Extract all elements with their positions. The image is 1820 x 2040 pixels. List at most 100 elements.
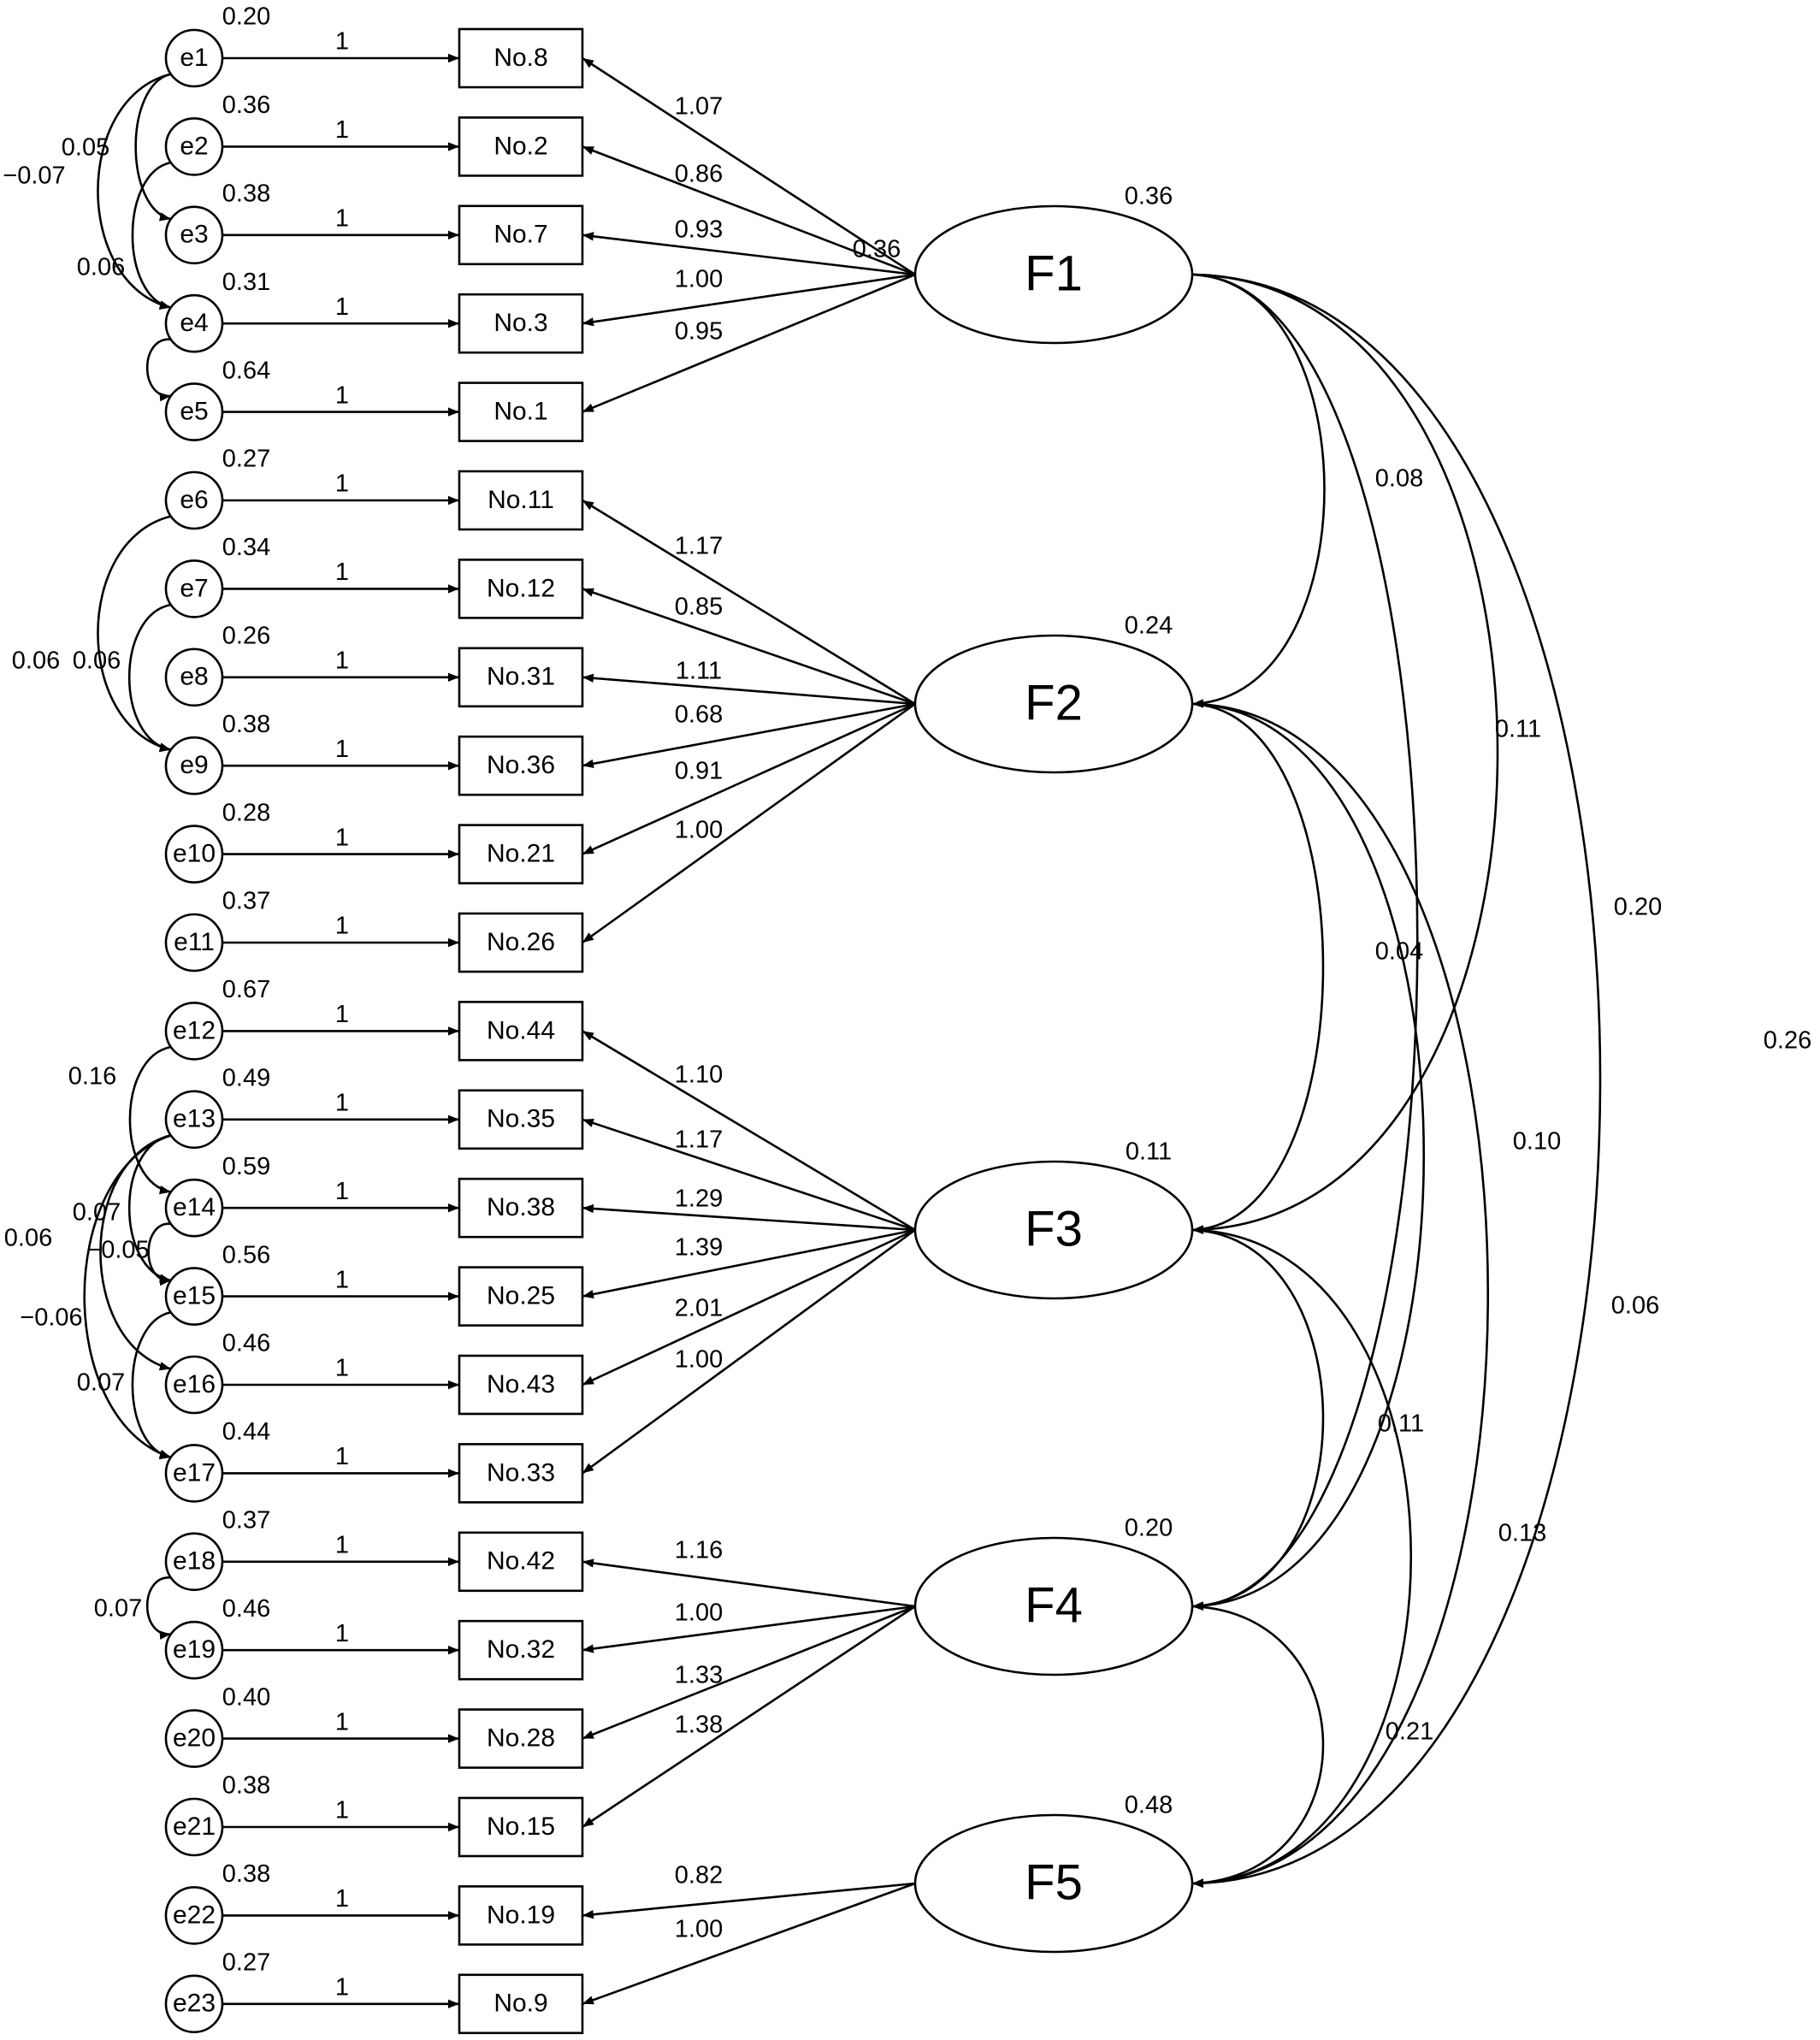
factor-covariance-F1-F4 bbox=[1180, 269, 1419, 1611]
error-node-label: e21 bbox=[173, 1812, 216, 1841]
item-box-No26 bbox=[458, 912, 584, 973]
loading-path-F2-No26 bbox=[582, 702, 916, 944]
loading-label: 1.00 bbox=[675, 817, 723, 844]
error-node-label: e23 bbox=[173, 1990, 216, 2018]
error-variance-label: 0.38 bbox=[222, 1860, 270, 1888]
factor-variance-label: 0.11 bbox=[1126, 1138, 1172, 1166]
item-box-No36 bbox=[458, 735, 584, 796]
item-label: No.31 bbox=[487, 663, 555, 691]
loading-path-F5-No9 bbox=[582, 1882, 916, 2006]
loading-label: 1.39 bbox=[675, 1234, 723, 1262]
error-node-e7 bbox=[164, 559, 224, 618]
error-node-label: e15 bbox=[173, 1282, 216, 1310]
factor-covariance-label: 0.20 bbox=[1614, 894, 1662, 921]
error-path-label: 1 bbox=[335, 1266, 349, 1293]
error-covariance-label: −0.05 bbox=[86, 1237, 149, 1264]
error-path-label: 1 bbox=[335, 470, 349, 498]
item-label: No.26 bbox=[487, 928, 555, 956]
factor-covariance-F2-F4 bbox=[1180, 699, 1426, 1611]
error-covariance-e6-e9 bbox=[97, 509, 183, 752]
item-label: No.38 bbox=[487, 1193, 555, 1221]
error-variance-label: 0.67 bbox=[222, 976, 270, 1003]
error-node-e23 bbox=[164, 1974, 224, 2034]
error-variance-label: 0.40 bbox=[222, 1683, 270, 1711]
loading-label: 1.00 bbox=[675, 1599, 723, 1627]
error-covariance-label: 0.07 bbox=[94, 1595, 142, 1623]
factor-covariance-label: 0.11 bbox=[1378, 1410, 1424, 1438]
error-node-label: e11 bbox=[174, 928, 215, 956]
loading-label: 0.85 bbox=[675, 594, 723, 621]
error-node-label: e14 bbox=[173, 1193, 216, 1221]
factor-covariance-label: 0.06 bbox=[1611, 1292, 1659, 1320]
loading-path-F3-No44 bbox=[582, 1030, 916, 1232]
error-variance-label: 0.64 bbox=[222, 357, 270, 384]
error-path-label: 1 bbox=[335, 1973, 349, 2001]
loading-label: 1.10 bbox=[675, 1061, 723, 1089]
error-covariance-e13-e17 bbox=[83, 1127, 183, 1459]
factor-covariance-label: 0.08 bbox=[1375, 465, 1423, 493]
error-node-e21 bbox=[164, 1797, 224, 1857]
factor-covariance-label: 0.11 bbox=[1495, 716, 1541, 743]
loading-path-F2-No36 bbox=[582, 702, 916, 768]
error-node-e14 bbox=[164, 1178, 224, 1238]
factor-node-F1 bbox=[913, 204, 1194, 345]
item-label: No.44 bbox=[487, 1016, 555, 1044]
item-box-No44 bbox=[458, 1001, 584, 1061]
factor-variance-label: 0.20 bbox=[1125, 1515, 1173, 1542]
loading-path-F2-No21 bbox=[582, 702, 916, 855]
error-path-label: 1 bbox=[335, 1620, 349, 1647]
error-covariance-label: 0.06 bbox=[4, 1225, 52, 1252]
factor-label: F5 bbox=[1025, 1854, 1083, 1910]
error-variance-label: 0.27 bbox=[222, 446, 270, 473]
loading-label: 1.11 bbox=[676, 658, 722, 685]
error-covariance-e15-e17 bbox=[131, 1305, 183, 1460]
item-box-No3 bbox=[458, 293, 584, 354]
factor-covariance-label: 0.21 bbox=[1386, 1718, 1433, 1746]
item-label: No.36 bbox=[487, 751, 555, 779]
error-node-label: e17 bbox=[173, 1458, 216, 1487]
error-covariance-label: 0.05 bbox=[62, 134, 109, 162]
factor-covariance-F1-F5 bbox=[1180, 269, 1602, 1888]
loading-path-F4-No15 bbox=[582, 1605, 916, 1829]
error-path-label: 1 bbox=[335, 116, 349, 144]
loading-label: 1.33 bbox=[675, 1662, 723, 1689]
item-label: No.15 bbox=[487, 1812, 555, 1841]
error-node-e17 bbox=[164, 1444, 224, 1503]
loading-path-F2-No11 bbox=[582, 499, 916, 706]
factor-variance-label: 0.36 bbox=[1125, 183, 1173, 210]
error-path-label: 1 bbox=[335, 1797, 349, 1824]
error-variance-label: 0.44 bbox=[222, 1418, 270, 1446]
item-label: No.9 bbox=[493, 1990, 547, 2018]
loading-path-F1-No1 bbox=[582, 273, 916, 413]
error-node-e10 bbox=[164, 825, 224, 884]
factor-covariance-F1-F3 bbox=[1180, 269, 1499, 1234]
error-variance-label: 0.38 bbox=[222, 180, 270, 207]
error-node-label: e13 bbox=[173, 1105, 216, 1133]
loading-label: 0.82 bbox=[675, 1862, 723, 1889]
error-node-label: e10 bbox=[173, 840, 216, 868]
error-variance-label: 0.36 bbox=[222, 92, 270, 119]
error-node-label: e8 bbox=[180, 663, 208, 691]
error-node-e12 bbox=[164, 1002, 224, 1061]
error-covariance-e7-e9 bbox=[128, 598, 183, 753]
item-box-No9 bbox=[458, 1973, 584, 2035]
error-covariance-label: 0.16 bbox=[68, 1063, 116, 1091]
error-variance-label: 0.37 bbox=[222, 888, 270, 915]
error-covariance-label: 0.06 bbox=[12, 647, 60, 675]
error-node-e15 bbox=[164, 1267, 224, 1326]
error-path-label: 1 bbox=[335, 736, 349, 763]
item-box-No21 bbox=[458, 824, 584, 884]
loading-label: 1.00 bbox=[675, 266, 723, 293]
error-node-e6 bbox=[164, 470, 224, 530]
error-covariance-e2-e4 bbox=[131, 156, 183, 310]
factor-node-F4 bbox=[913, 1536, 1194, 1676]
error-path-label: 1 bbox=[335, 559, 349, 586]
factor-label: F4 bbox=[1025, 1577, 1083, 1633]
loading-label: 0.91 bbox=[675, 758, 723, 785]
error-node-e3 bbox=[164, 205, 224, 265]
error-variance-label: 0.28 bbox=[222, 799, 270, 826]
error-node-label: e7 bbox=[180, 574, 208, 602]
factor-variance-label: 0.48 bbox=[1125, 1792, 1173, 1819]
error-path-label: 1 bbox=[335, 1443, 349, 1470]
factor-covariance-F2-F5 bbox=[1180, 699, 1490, 1888]
